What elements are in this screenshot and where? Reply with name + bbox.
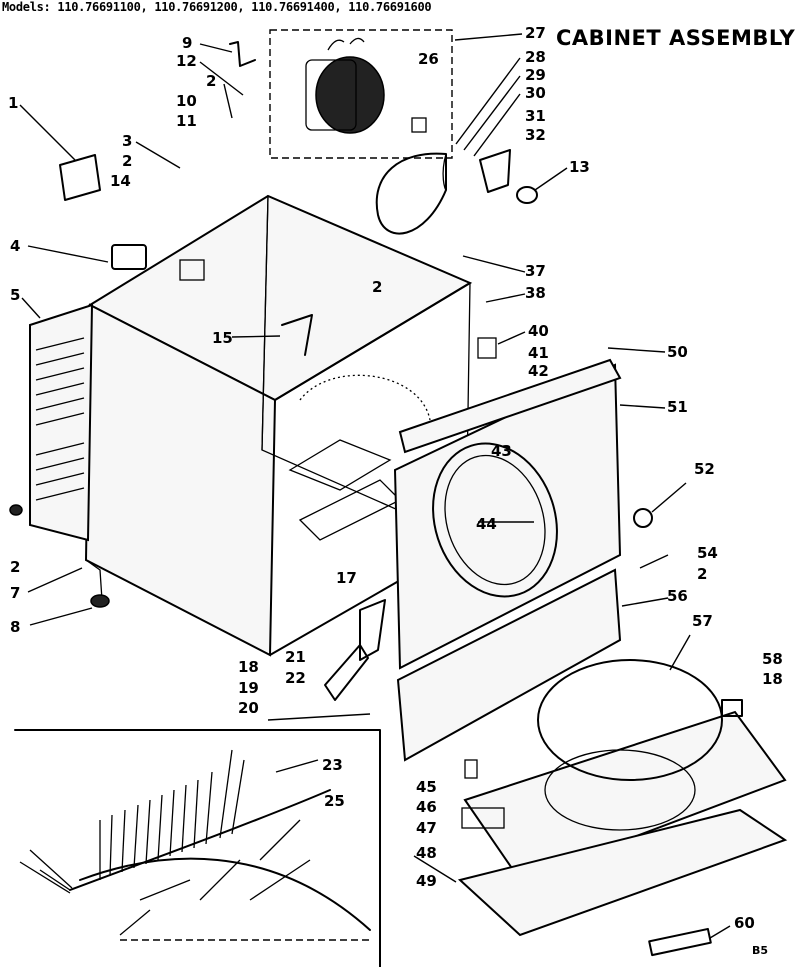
cabinet-body: [84, 194, 473, 657]
callout-2: 2: [122, 152, 132, 170]
callout-17: 17: [336, 569, 357, 587]
callout-2: 2: [697, 565, 707, 583]
callout-22: 22: [285, 669, 306, 687]
callout-58: 58: [762, 650, 783, 668]
callout-56: 56: [667, 587, 688, 605]
callout-11: 11: [176, 112, 197, 130]
callout-2: 2: [206, 72, 216, 90]
motor-assembly: [269, 29, 453, 159]
filter-part-60: [648, 927, 712, 957]
callout-60: 60: [734, 914, 755, 932]
callout-27: 27: [525, 24, 546, 42]
drive-belt: [375, 152, 447, 235]
model-numbers-header: Models: 110.76691100, 110.76691200, 110.…: [2, 0, 432, 14]
callout-3: 3: [122, 132, 132, 150]
rear-panel: [29, 303, 94, 542]
callout-2: 2: [372, 278, 382, 296]
callout-54: 54: [697, 544, 718, 562]
callout-31: 31: [525, 107, 546, 125]
callout-57: 57: [692, 612, 713, 630]
base-assembly: [457, 659, 788, 937]
callout-52: 52: [694, 460, 715, 478]
callout-41: 41: [528, 344, 549, 362]
callout-32: 32: [525, 126, 546, 144]
callout-12: 12: [176, 52, 197, 70]
callout-18: 18: [762, 670, 783, 688]
callout-40: 40: [528, 322, 549, 340]
front-panel: [393, 358, 622, 670]
toe-panel: [396, 568, 622, 762]
callout-8: 8: [10, 618, 20, 636]
wire-harness-inset: [14, 729, 381, 967]
callout-42: 42: [528, 362, 549, 380]
callout-18: 18: [238, 658, 259, 676]
callout-29: 29: [525, 66, 546, 84]
callout-49: 49: [416, 872, 437, 890]
callout-5: 5: [10, 286, 20, 304]
callout-7: 7: [10, 584, 20, 602]
callout-30: 30: [525, 84, 546, 102]
callout-9: 9: [182, 34, 192, 52]
small-parts: [9, 41, 743, 779]
callout-47: 47: [416, 819, 437, 837]
callout-46: 46: [416, 798, 437, 816]
callout-14: 14: [110, 172, 131, 190]
callout-13: 13: [569, 158, 590, 176]
callout-25: 25: [324, 792, 345, 810]
callout-21: 21: [285, 648, 306, 666]
page-code: B5: [752, 944, 769, 957]
callout-51: 51: [667, 398, 688, 416]
callout-44: 44: [476, 515, 497, 533]
callout-labels: 1 2 2 2 2 2 2 3 4 5 7 8 9 10 11 12 13 14…: [8, 24, 783, 932]
callout-1: 1: [8, 94, 18, 112]
diagram-title: CABINET ASSEMBLY: [556, 26, 796, 50]
callout-43: 43: [491, 442, 512, 460]
callout-20: 20: [238, 699, 259, 717]
callout-38: 38: [525, 284, 546, 302]
callout-23: 23: [322, 756, 343, 774]
callout-10: 10: [176, 92, 197, 110]
callout-26: 26: [418, 50, 439, 68]
callout-50: 50: [667, 343, 688, 361]
callout-45: 45: [416, 778, 437, 796]
callout-15: 15: [212, 329, 233, 347]
callout-2: 2: [10, 558, 20, 576]
callout-28: 28: [525, 48, 546, 66]
callout-4: 4: [10, 237, 20, 255]
leader-lines: [19, 33, 731, 939]
callout-19: 19: [238, 679, 259, 697]
callout-48: 48: [416, 844, 437, 862]
callout-37: 37: [525, 262, 546, 280]
